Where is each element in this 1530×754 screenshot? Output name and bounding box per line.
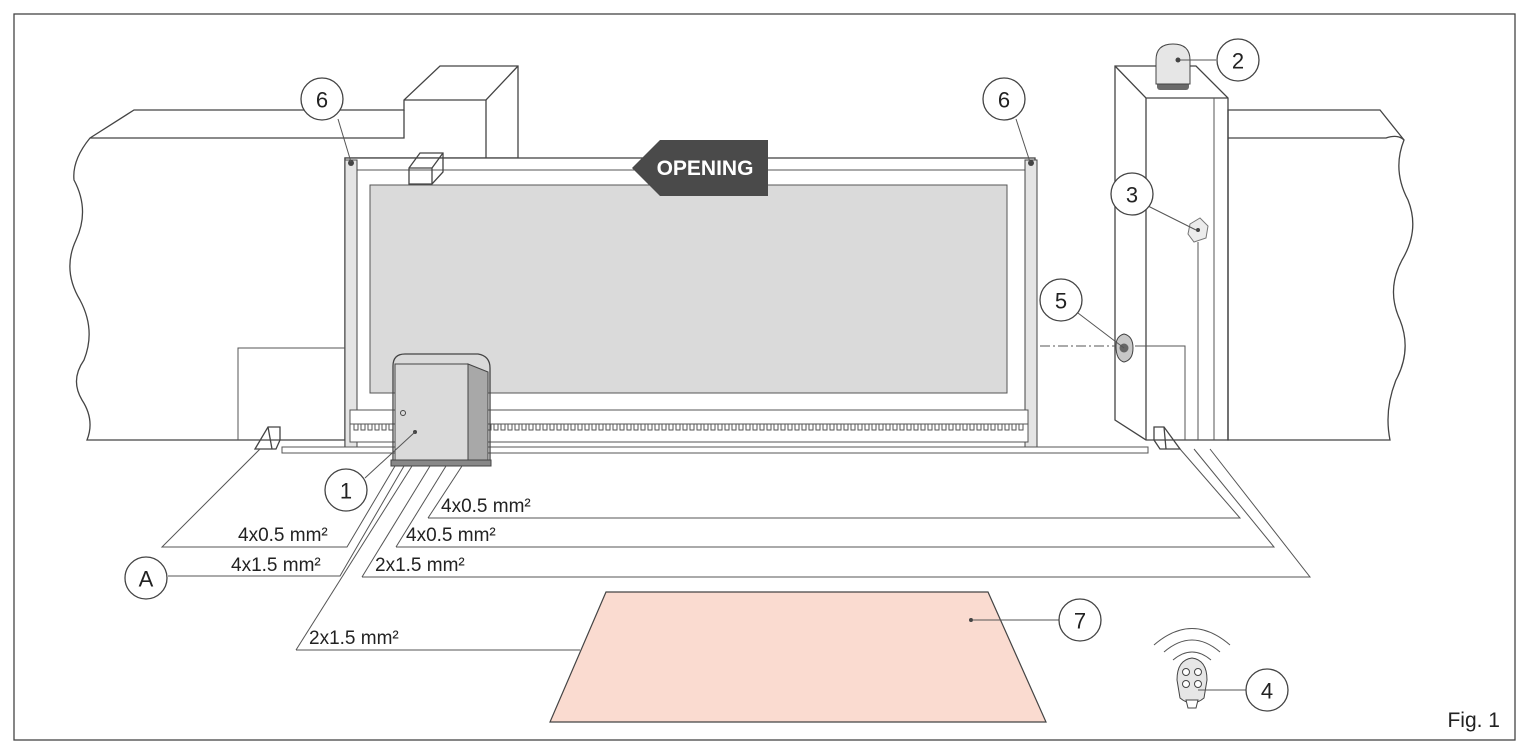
callout-5-label: 5 <box>1055 289 1067 314</box>
callout-6-right: 6 <box>982 77 1026 121</box>
cable-routes <box>160 98 1312 651</box>
flashing-lamp <box>1155 43 1191 90</box>
callout-4-label: 4 <box>1261 679 1273 704</box>
callout-2-label: 2 <box>1232 49 1244 74</box>
callout-3: 3 <box>1110 172 1154 216</box>
cable-label-lamp: 2x1.5 mm² <box>375 555 465 576</box>
cable-label-loop: 2x1.5 mm² <box>309 628 399 649</box>
figure-frame <box>13 13 1516 741</box>
cable-label-key-selector: 4x0.5 mm² <box>441 496 531 517</box>
callout-2: 2 <box>1216 38 1260 82</box>
callout-1: 1 <box>324 468 368 512</box>
callout-1-label: 1 <box>340 479 352 504</box>
detection-loop-area <box>549 591 1047 723</box>
callout-6-left: 6 <box>300 77 344 121</box>
opening-arrow: OPENING <box>632 140 768 196</box>
callout-6-left-label: 6 <box>316 88 328 113</box>
callout-6-right-label: 6 <box>998 88 1010 113</box>
left-wall <box>69 65 519 441</box>
callout-A: A <box>124 556 168 600</box>
right-wall <box>1227 109 1414 441</box>
figure-label: Fig. 1 <box>1447 709 1500 732</box>
callout-7-label: 7 <box>1074 609 1086 634</box>
key-selector <box>1115 333 1134 363</box>
safety-edge-left <box>344 159 358 449</box>
photocell-post-right <box>1153 426 1182 450</box>
photocell-receiver <box>1187 217 1209 243</box>
cable-label-photocell-tx: 4x0.5 mm² <box>238 525 328 546</box>
guide-rail <box>281 446 1149 454</box>
right-pillar <box>1114 65 1229 441</box>
callout-A-label: A <box>139 567 154 592</box>
gate-panel <box>369 184 1008 394</box>
leader-lines <box>337 59 1246 691</box>
callout-3-label: 3 <box>1126 183 1138 208</box>
cable-label-power-in: 4x1.5 mm² <box>231 555 321 576</box>
cable-label-photocell-rx: 4x0.5 mm² <box>406 525 496 546</box>
safety-edge-right <box>1024 159 1038 449</box>
remote-control <box>1153 628 1231 709</box>
photocell-post-left <box>253 426 281 450</box>
callout-4: 4 <box>1245 668 1289 712</box>
gate-motor <box>390 353 492 467</box>
opening-label: OPENING <box>657 157 754 180</box>
callout-5: 5 <box>1039 278 1083 322</box>
callout-7: 7 <box>1058 598 1102 642</box>
